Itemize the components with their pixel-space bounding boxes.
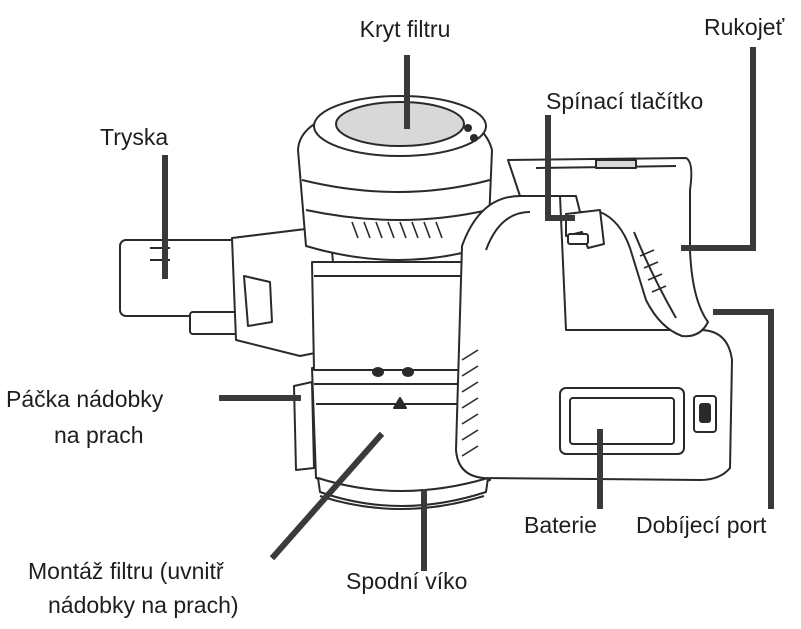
leader-spinaci-tlacitko: [545, 115, 575, 221]
leader-dobijeci-port: [713, 309, 774, 509]
leader-rukojet: [681, 47, 756, 251]
label-baterie: Baterie: [524, 512, 597, 538]
handle-shape: [507, 157, 709, 338]
cyclone-section-shape: [311, 261, 481, 377]
label-kryt-filtru: Kryt filtru: [359, 16, 451, 42]
nozzle-shape: [119, 239, 245, 335]
motor-body-shape: [455, 195, 733, 481]
label-rukojet: Rukojeť: [704, 14, 785, 40]
label-spinaci-tlacitko: Spínací tlačítko: [546, 88, 704, 114]
filter-housing-shape: [297, 95, 493, 261]
label-montaz-line2: nádobky na prach): [48, 592, 239, 618]
label-packa-line1: Páčka nádobky: [6, 386, 164, 412]
label-dobijeci-port: Dobíjecí port: [636, 512, 767, 538]
label-montaz-line1: Montáž filtru (uvnitř: [28, 558, 224, 584]
leader-lines: [162, 47, 774, 571]
label-tryska: Tryska: [100, 124, 169, 150]
leader-montaz: [269, 431, 385, 561]
label-packa-line2: na prach: [54, 422, 144, 448]
label-spodni-viko: Spodní víko: [346, 568, 468, 594]
